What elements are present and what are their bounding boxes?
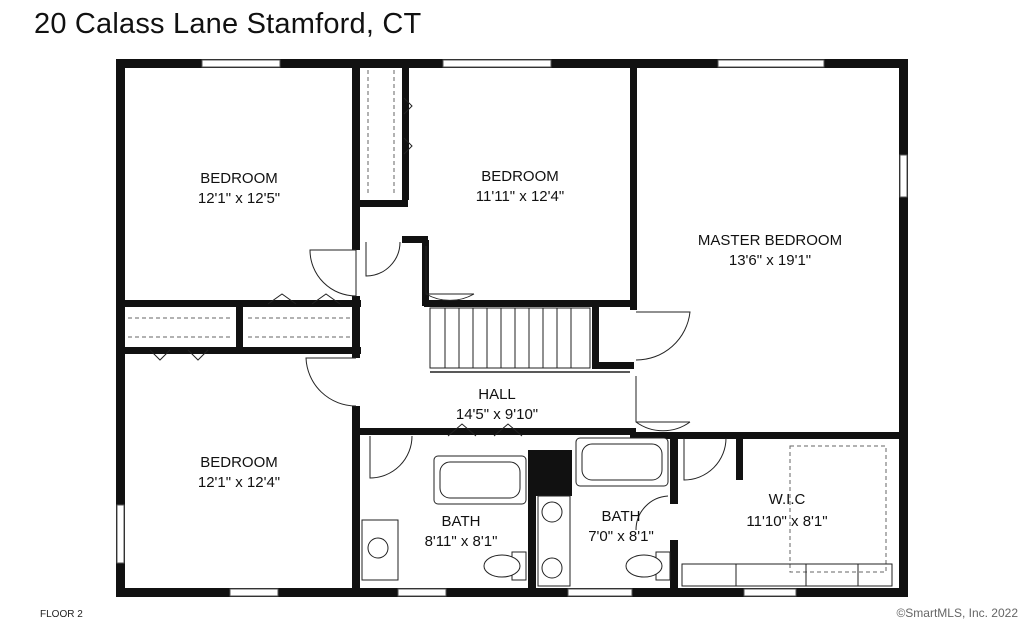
room-name-hall: HALL [478,386,516,403]
room-name-bedroom-2: BEDROOM [481,168,559,185]
room-dims-hall: 14'5" x 9'10" [456,406,538,423]
doors [149,97,727,531]
stairs [429,307,630,373]
room-name-master-bedroom: MASTER BEDROOM [698,232,842,249]
room-dims-wic: 11'10" x 8'1" [746,513,827,530]
windows [116,59,908,597]
room-dims-master-bedroom: 13'6" x 19'1" [729,252,811,269]
interior-walls [121,64,902,594]
room-name-bath-1: BATH [442,513,481,530]
page-title: 20 Calass Lane Stamford, CT [34,8,422,40]
closet-shelving [128,70,887,573]
room-name-bedroom-1: BEDROOM [200,170,278,187]
room-dims-bedroom-3: 12'1" x 12'4" [198,474,280,491]
room-dims-bedroom-2: 11'11" x 12'4" [476,188,564,205]
copyright-notice: ©SmartMLS, Inc. 2022 [896,606,1018,620]
room-dims-bedroom-1: 12'1" x 12'5" [198,190,280,207]
room-dims-bath-1: 8'11" x 8'1" [425,533,498,550]
room-name-bedroom-3: BEDROOM [200,454,278,471]
room-name-wic: W.I.C [769,491,806,508]
room-name-bath-2: BATH [602,508,641,525]
room-labels: BEDROOM 12'1" x 12'5" BEDROOM 11'11" x 1… [198,168,842,550]
floor-label: FLOOR 2 [40,609,83,620]
room-dims-bath-2: 7'0" x 8'1" [588,528,654,545]
fixtures [361,437,893,587]
